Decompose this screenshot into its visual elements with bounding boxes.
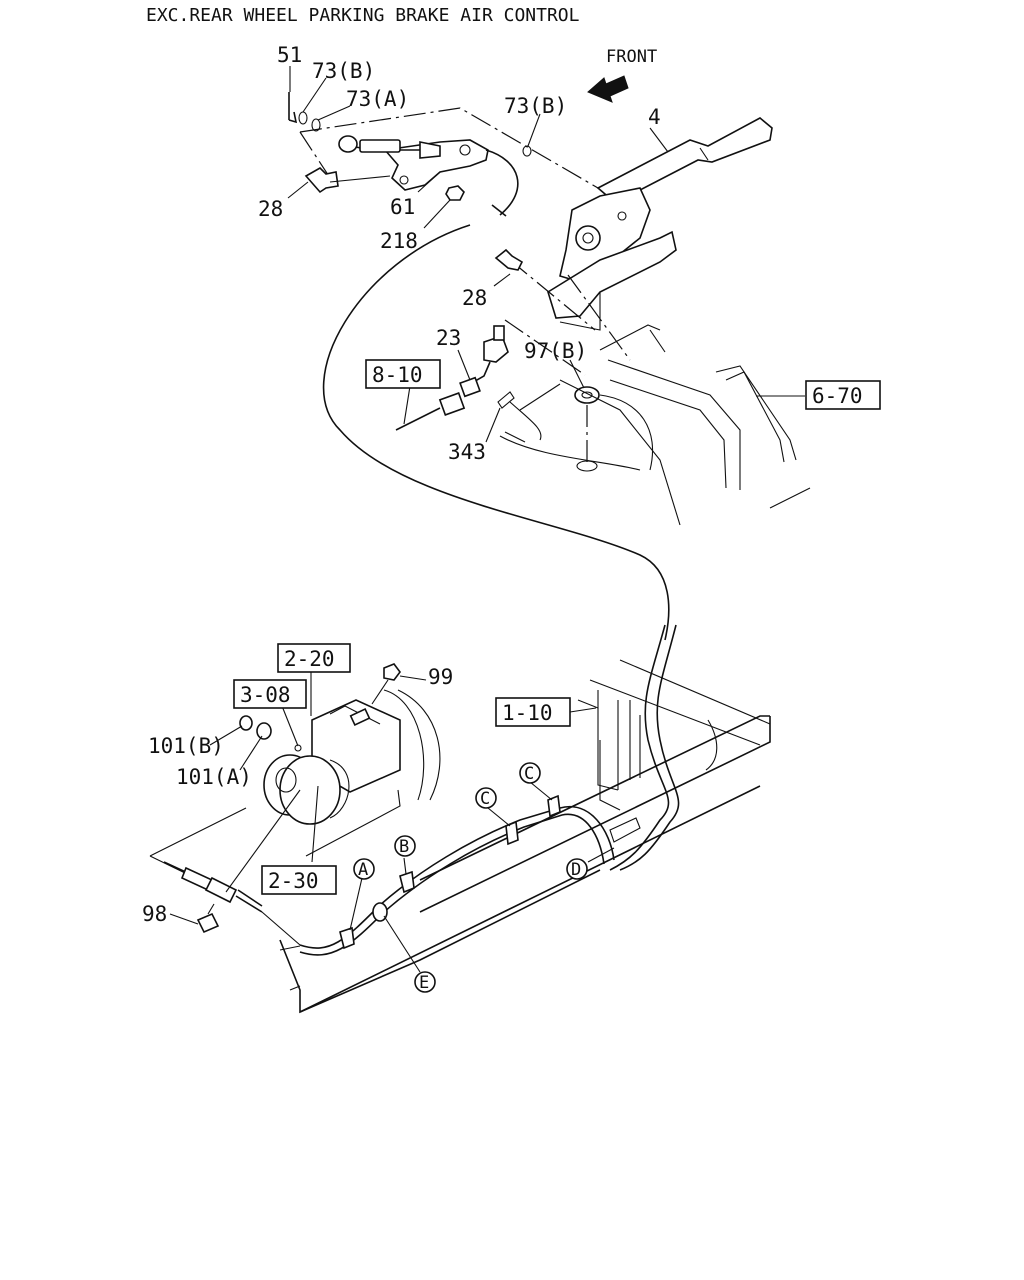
svg-text:D: D: [571, 860, 581, 880]
svg-text:3-08: 3-08: [240, 683, 291, 707]
washer-101b: [239, 715, 253, 731]
label-28-mid: 28: [462, 286, 487, 310]
ref-box-3-08[interactable]: 3-08: [233, 679, 307, 709]
ref-box-6-70[interactable]: 6-70: [805, 380, 881, 410]
plug-343: [497, 391, 515, 409]
upper-cable-bracket: [288, 92, 599, 217]
label-101a: 101(A): [176, 765, 252, 789]
svg-text:8-10: 8-10: [372, 363, 423, 387]
nut-101a: [256, 722, 272, 740]
chassis-frame: [279, 659, 771, 1014]
svg-text:1-10: 1-10: [502, 701, 553, 725]
label-98: 98: [142, 902, 167, 926]
svg-text:2-20: 2-20: [284, 647, 335, 671]
clip-marker-a: A: [353, 858, 375, 880]
clip-marker-d: D: [566, 858, 588, 880]
cable-routing: [261, 624, 680, 956]
clip-marker-c2: C: [519, 762, 541, 784]
front-arrow-icon: [587, 75, 629, 103]
clip-marker-e: E: [414, 971, 436, 993]
parking-brake-lever: [494, 117, 773, 376]
label-218: 218: [380, 229, 418, 253]
svg-text:C: C: [480, 789, 490, 809]
svg-text:E: E: [419, 973, 429, 993]
floor-panel: [499, 324, 811, 526]
label-23: 23: [436, 326, 461, 350]
svg-text:B: B: [399, 837, 409, 857]
brake-switch-assembly: [395, 325, 509, 431]
label-4: 4: [648, 105, 661, 129]
svg-text:6-70: 6-70: [812, 384, 863, 408]
svg-text:2-30: 2-30: [268, 869, 319, 893]
label-343: 343: [448, 440, 486, 464]
clip-marker-c1: C: [475, 787, 497, 809]
ref-box-1-10[interactable]: 1-10: [495, 697, 571, 727]
label-73b-right: 73(B): [504, 94, 567, 118]
transmission-drum: [149, 689, 441, 891]
label-51: 51: [277, 43, 302, 67]
label-73a: 73(A): [346, 87, 409, 111]
label-28-top: 28: [258, 197, 283, 221]
nut-99: [383, 663, 401, 681]
svg-text:A: A: [358, 860, 368, 880]
clip-marker-b: B: [394, 835, 416, 857]
ref-box-8-10[interactable]: 8-10: [365, 359, 441, 389]
svg-text:C: C: [524, 764, 534, 784]
label-61: 61: [390, 195, 415, 219]
label-99: 99: [428, 665, 453, 689]
ref-box-2-30[interactable]: 2-30: [261, 865, 337, 895]
leader-lines: [169, 66, 805, 973]
label-73b-top: 73(B): [312, 59, 375, 83]
front-label: FRONT: [606, 47, 657, 67]
diagram-title: EXC.REAR WHEEL PARKING BRAKE AIR CONTROL: [146, 5, 580, 26]
label-97b: 97(B): [524, 339, 587, 363]
label-101b: 101(B): [148, 734, 224, 758]
main-brake-cable: [322, 224, 670, 641]
brake-rod: [163, 861, 263, 934]
ref-box-2-20[interactable]: 2-20: [277, 643, 351, 673]
